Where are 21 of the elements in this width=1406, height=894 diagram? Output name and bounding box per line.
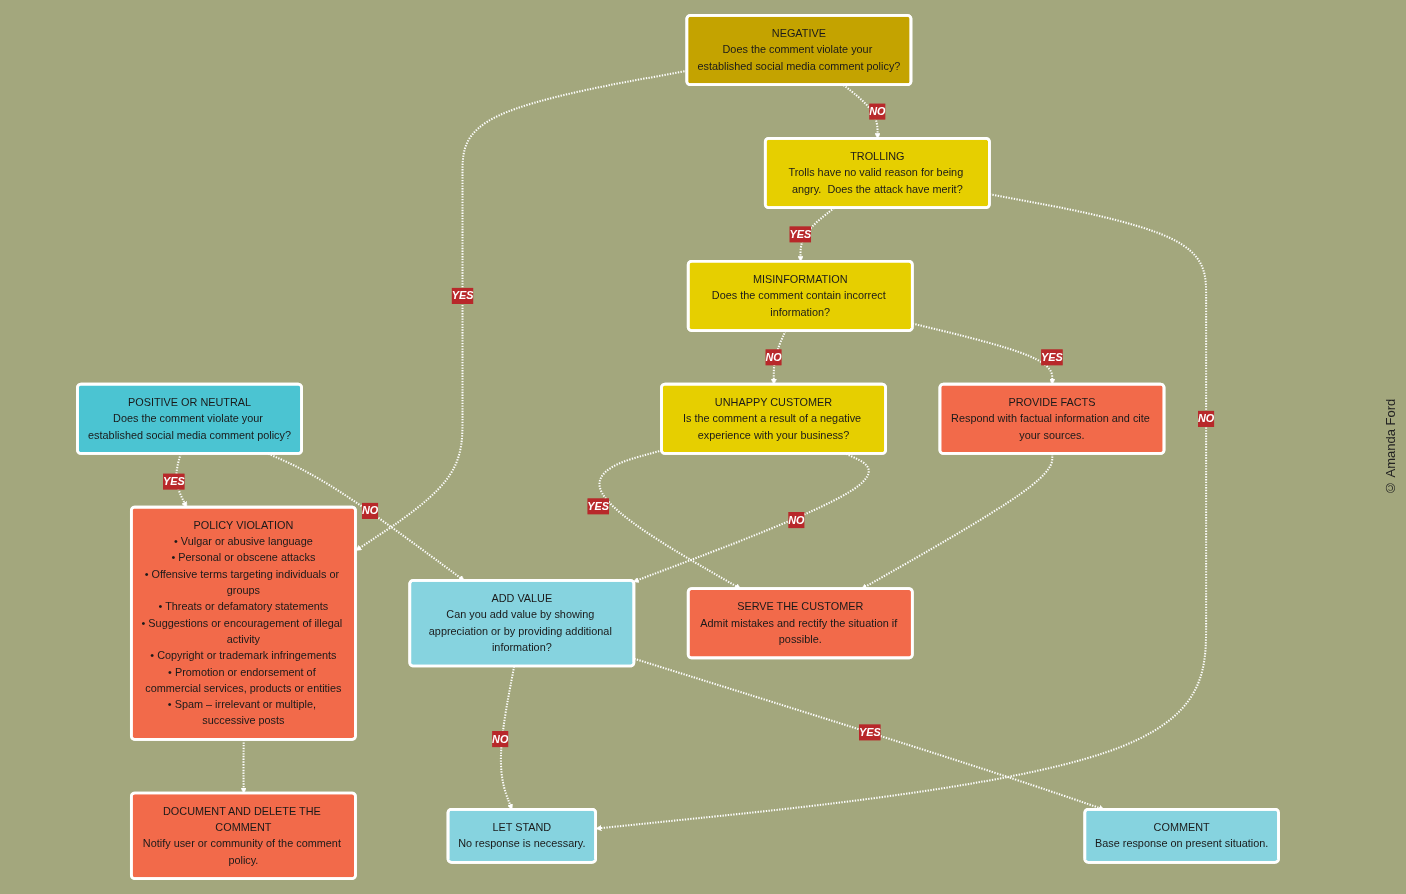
arrow: [770, 330, 787, 385]
edge-label: NO: [788, 514, 805, 526]
edge-label: YES: [1041, 351, 1063, 363]
edge-label: YES: [587, 500, 610, 512]
edge-label: YES: [451, 289, 474, 302]
edge-label: NO: [869, 105, 886, 117]
arrow: [842, 84, 881, 139]
arrow: [499, 666, 516, 810]
edge-label: NO: [1197, 412, 1215, 425]
arrow: [595, 193, 1208, 832]
edge-label: NO: [765, 351, 782, 363]
arrow: [240, 739, 247, 794]
arrow: [912, 322, 1056, 385]
arrow: [175, 453, 187, 508]
edge-label: YES: [789, 228, 812, 240]
copyright-note: © Amanda Ford: [1383, 398, 1398, 496]
edge-label: YES: [162, 475, 185, 487]
edge-label: NO: [361, 504, 379, 517]
arrow: [797, 207, 835, 262]
edge-label: NO: [492, 733, 509, 745]
edge-label: YES: [858, 726, 881, 738]
